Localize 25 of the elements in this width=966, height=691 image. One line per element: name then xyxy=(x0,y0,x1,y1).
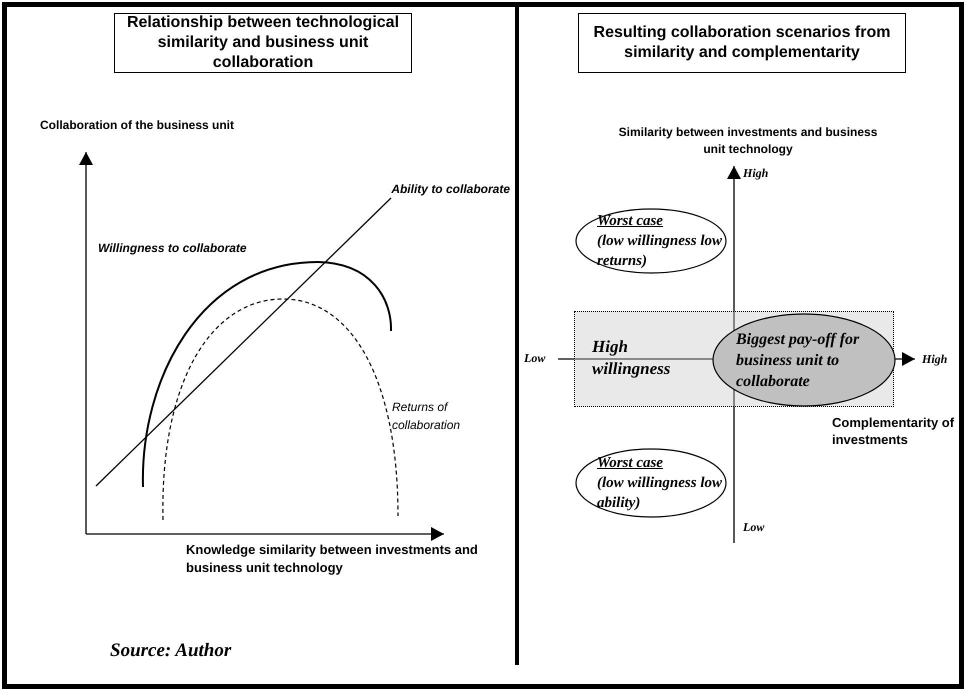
axis-title: Complementarity of investments xyxy=(832,414,956,448)
axis-title: Similarity between investments and business unit technology xyxy=(618,124,878,158)
curve-label: Ability to collaborate xyxy=(390,182,510,196)
axis-end-label: Low xyxy=(524,351,546,366)
scenario-text: High willingness xyxy=(592,336,672,380)
axis-title: Collaboration of the business unit xyxy=(40,118,236,132)
scenario-text: Biggest pay-off for business unit to collaborate xyxy=(736,330,860,392)
curve-label: Returns of collaboration xyxy=(392,399,462,434)
curve-label: Willingness to collaborate xyxy=(98,241,248,255)
axis-end-label: Low xyxy=(743,520,766,535)
scenario-text: (low willingness low ability) xyxy=(597,474,723,513)
scenario-heading: Worst case xyxy=(597,212,663,231)
scenario-ellipse xyxy=(575,208,727,274)
shaded-band xyxy=(574,311,894,407)
title-text: Relationship between technological similarity and business unit collaboration xyxy=(126,13,400,73)
source-note: Source: Author xyxy=(110,640,232,662)
scenario-text: (low willingness low returns) xyxy=(597,232,723,271)
axis-end-label: High xyxy=(922,352,948,367)
scenario-ellipse xyxy=(712,313,896,407)
title-text: Resulting collaboration scenarios from similarity and complementarity xyxy=(592,23,892,63)
scenario-heading: Worst case xyxy=(597,454,663,473)
axis-end-label: High xyxy=(743,166,770,181)
axis-title: Knowledge similarity between investments and business unit technology xyxy=(186,541,479,577)
scenario-ellipse xyxy=(575,448,727,518)
title-box xyxy=(578,13,906,73)
